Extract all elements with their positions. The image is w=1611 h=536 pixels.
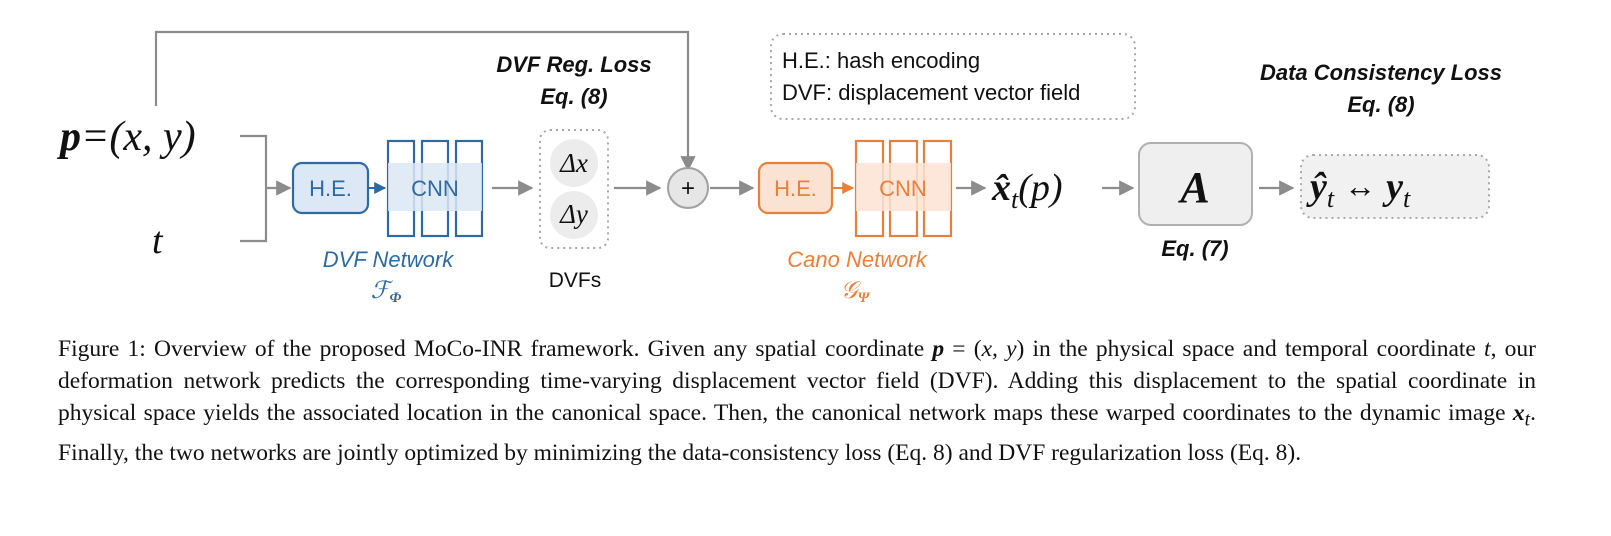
- dvf-network-symbol: ℱΦ: [371, 278, 402, 306]
- operator-a-eq: Eq. (7): [1161, 236, 1228, 261]
- cano-network: H.E. CNN Cano Network 𝒢Ψ: [757, 139, 953, 306]
- input-t: t: [152, 220, 164, 262]
- plus-node: [667, 167, 709, 209]
- merge-bracket: [240, 134, 268, 243]
- dvfs-group: Δx Δy DVFs: [539, 129, 609, 292]
- dvf-he-label: H.E.: [309, 176, 352, 201]
- plus-symbol: +: [681, 175, 695, 202]
- legend-line-1: H.E.: hash encoding: [782, 48, 980, 73]
- dc-yhat: ŷ: [1306, 166, 1327, 208]
- skip-connection-line: [154, 30, 696, 172]
- caption-math-x: x: [1512, 400, 1525, 426]
- dvf-dx-circle: [550, 139, 598, 187]
- dvfs-dotted-box: [539, 129, 609, 249]
- legend-box: [770, 33, 1136, 120]
- cano-network-symbol-main: 𝒢: [840, 278, 861, 304]
- dvf-network-label: DVF Network: [323, 247, 454, 272]
- cano-he-label: H.E.: [774, 176, 817, 201]
- dvf-cnn-band: [388, 163, 482, 211]
- dvf-reg-loss-eq: Eq. (8): [540, 84, 607, 109]
- caption-math-p: p: [932, 336, 945, 362]
- dvf-dy-circle: [550, 191, 598, 239]
- caption-math-x-sub: t: [1524, 409, 1531, 431]
- input-p: p=(x, y): [57, 114, 196, 160]
- dc-y-sub: t: [1403, 184, 1411, 213]
- cano-cnn-label: CNN: [879, 176, 927, 201]
- output-xhat-arg: (p): [1018, 167, 1062, 209]
- caption-math-t: t: [1484, 336, 1491, 362]
- input-p-symbol: p: [57, 114, 81, 160]
- data-consistency-title: Data Consistency Loss: [1260, 60, 1502, 85]
- caption-part-3: ) in the physical space and temporal coo…: [1016, 336, 1485, 362]
- caption-math-xy: x, y: [981, 336, 1017, 362]
- dc-y: y: [1382, 166, 1403, 208]
- data-consistency-eq: Eq. (8): [1347, 92, 1414, 117]
- data-consistency-expression: ŷt↔yt: [1306, 166, 1411, 213]
- framework-diagram: p=(x, y) t H.E. CNN DVF Network ℱΦ Δx Δy…: [57, 30, 1502, 306]
- caption-part-5: . Finally, the two networks are jointly …: [58, 400, 1536, 466]
- dvf-cnn-label: CNN: [411, 176, 459, 201]
- cano-network-label: Cano Network: [787, 247, 927, 272]
- caption-part-1: Figure 1: Overview of the proposed MoCo-…: [58, 336, 933, 362]
- input-p-equation: =(x, y): [81, 114, 196, 160]
- dc-yhat-sub: t: [1327, 184, 1335, 213]
- caption-part-4: , our deformation network predicts the c…: [58, 336, 1536, 426]
- data-consistency-box: [1300, 154, 1490, 219]
- output-xhat-sub: t: [1011, 185, 1019, 214]
- cano-network-symbol-sub: Ψ: [858, 290, 871, 306]
- cano-network-symbol: 𝒢Ψ: [840, 278, 870, 306]
- dvf-dy-label: Δy: [559, 199, 588, 229]
- figure-caption: Figure 1: Overview of the proposed MoCo-…: [58, 333, 1536, 469]
- dc-arrow: ↔: [1344, 168, 1376, 204]
- cano-cnn-band: [856, 163, 951, 211]
- caption-part-2: = (: [944, 336, 982, 362]
- dvf-reg-loss-title: DVF Reg. Loss: [496, 52, 651, 77]
- dvf-network-symbol-main: ℱ: [371, 278, 394, 304]
- legend-line-2: DVF: displacement vector field: [782, 80, 1080, 105]
- output-xhat: x̂t(p): [991, 167, 1063, 214]
- dvfs-label: DVFs: [549, 269, 602, 292]
- dvf-dx-label: Δx: [559, 148, 588, 178]
- operator-a-box: [1138, 142, 1253, 226]
- output-xhat-symbol: x̂: [991, 167, 1011, 209]
- dvf-network: H.E. CNN DVF Network ℱΦ: [291, 139, 484, 306]
- dvf-network-symbol-sub: Φ: [390, 290, 402, 306]
- operator-a-label: A: [1177, 163, 1209, 212]
